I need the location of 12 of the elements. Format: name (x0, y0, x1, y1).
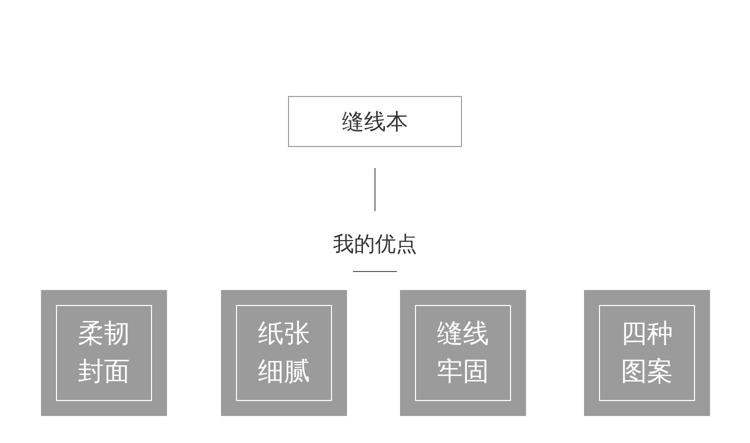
feature-tile (41, 290, 167, 416)
feature-label: 四种图案 (620, 318, 674, 389)
feature-tile (221, 290, 347, 416)
feature-label: 柔韧封面 (77, 318, 131, 389)
connector-line (374, 168, 376, 212)
title-box (288, 96, 462, 147)
feature-label: 纸张细腻 (257, 318, 311, 389)
title-text: 缝线本 (342, 108, 408, 136)
feature-label: 缝线牢固 (436, 318, 490, 389)
heading-text: 我的优点 (333, 231, 417, 258)
feature-tile (400, 290, 526, 416)
feature-tile (584, 290, 710, 416)
